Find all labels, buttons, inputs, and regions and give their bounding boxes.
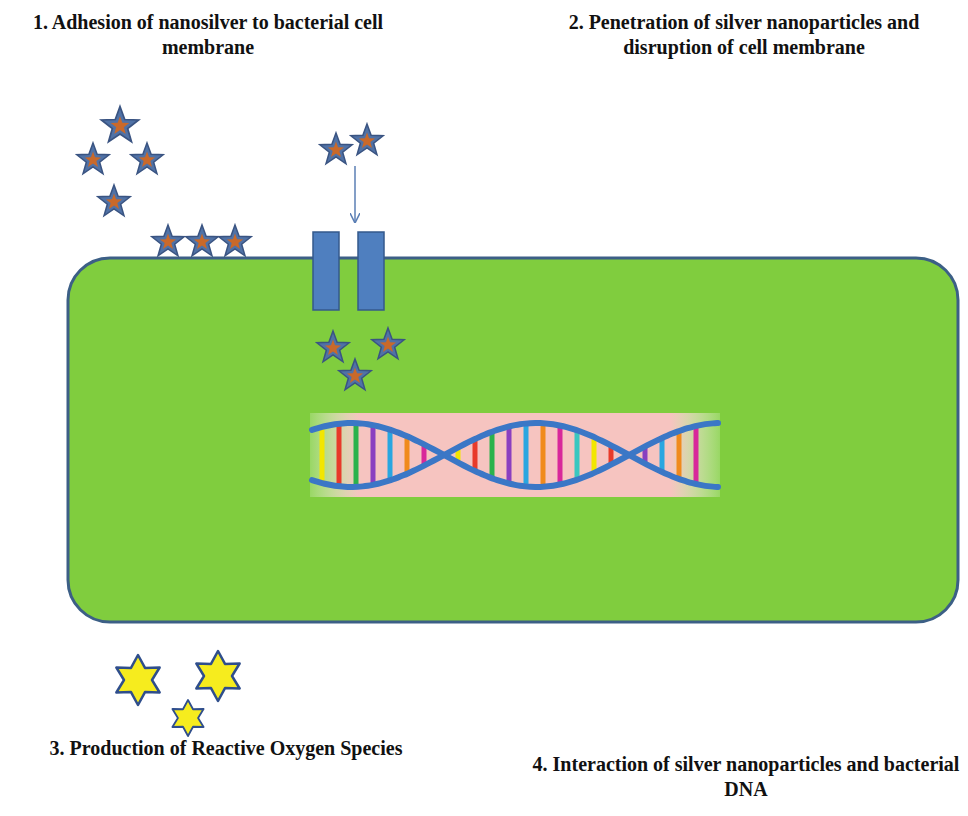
dna-base-pair [575, 430, 580, 479]
dna-base-pair [388, 430, 393, 481]
step-label: 3. Production of Reactive Oxygen Species [4, 736, 448, 761]
step-label: 2. Penetration of silver nanoparticles a… [526, 10, 962, 60]
dna-base-pair [677, 431, 682, 479]
dna-base-pair [507, 426, 512, 483]
dna-base-pair [405, 436, 410, 474]
step-label: 4. Interaction of silver nanoparticles a… [530, 752, 962, 802]
dna-helix [312, 423, 718, 487]
dna-base-pair [558, 426, 563, 485]
dna-strand [312, 423, 718, 487]
dna-base-pair [371, 425, 376, 485]
membrane-pore [313, 232, 384, 310]
reactive-oxygen-species [116, 651, 239, 736]
dna-base-pair [660, 438, 665, 472]
dna-base-pair [694, 426, 699, 484]
dna-base-pair [354, 423, 359, 487]
dna-base-pair [592, 437, 597, 473]
dna-base-pair [524, 424, 529, 487]
dna-base-pair [473, 439, 478, 471]
entry-arrow [354, 166, 356, 222]
bacterial-cell [68, 258, 958, 622]
dna-strand [312, 423, 718, 487]
dna-base-pair [490, 432, 495, 479]
dna-base-pair [320, 427, 325, 483]
step-label: 1. Adhesion of nanosilver to bacterial c… [6, 10, 410, 60]
dna-background [310, 413, 720, 497]
dna-base-pair [337, 424, 342, 487]
silver-nanoparticles [77, 106, 404, 389]
dna-base-pair [541, 423, 546, 487]
